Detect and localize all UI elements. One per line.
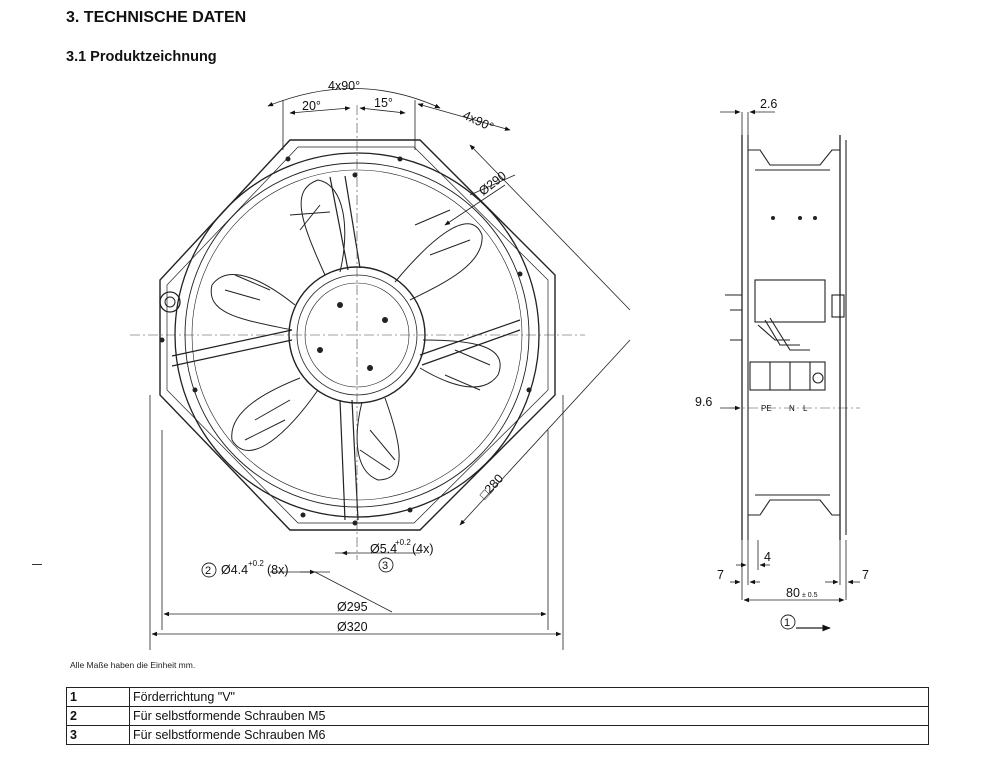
legend-num: 1 <box>66 687 130 707</box>
legend-num: 3 <box>66 725 130 745</box>
hole-54-label: Ø5.4 <box>370 542 397 556</box>
side-dimensions <box>720 109 860 632</box>
impeller-blades <box>210 179 501 481</box>
terminal-block <box>749 361 826 391</box>
dim-angle-20: 20° <box>302 99 321 113</box>
side-holes <box>771 216 817 220</box>
legend-row: 1 Förderrichtung "V" <box>66 687 929 707</box>
legend-row: 2 Für selbstformende Schrauben M5 <box>66 706 929 726</box>
legend-table: 1 Förderrichtung "V" 2 Für selbstformend… <box>66 687 929 745</box>
ref-circle-1 <box>780 614 796 630</box>
ref-circle-3 <box>378 557 394 573</box>
mounting-holes <box>159 156 532 526</box>
terminal-pe: PE <box>761 404 772 413</box>
units-note: Alle Maße haben die Einheit mm. <box>70 660 196 670</box>
hole-callout-3: Ø5.4 +0.2 (4x) 3 <box>370 538 434 573</box>
dim-dia-290: Ø290 <box>476 168 509 198</box>
dim-dia-295: Ø295 <box>337 600 368 614</box>
housing-outline <box>159 139 556 531</box>
ref-2-label: 2 <box>205 565 211 577</box>
terminal-n: N <box>789 404 795 413</box>
struts <box>171 175 521 521</box>
side-dimension-labels: 2.6 9.6 PE N L 4 7 7 80 ± 0.5 1 <box>695 97 869 630</box>
ref-1-label: 1 <box>784 617 790 629</box>
ref-circle-2 <box>201 562 217 578</box>
front-view <box>130 105 585 560</box>
hole-44-label: Ø4.4 <box>221 563 248 577</box>
dim-square-280: □280 <box>477 471 506 502</box>
dim-7-left: 7 <box>717 568 724 582</box>
hole-44-count: (8x) <box>267 563 289 577</box>
dim-4: 4 <box>764 550 771 564</box>
hole-54-count: (4x) <box>412 542 434 556</box>
dim-angle-15: 15° <box>374 96 393 110</box>
terminal-box <box>754 279 826 323</box>
dim-dia-320: Ø320 <box>337 620 368 634</box>
legend-text: Für selbstformende Schrauben M5 <box>129 706 929 726</box>
product-drawing: 4x90° 20° 15° 4x90° Ø290 □280 Ø295 Ø320 … <box>130 79 869 650</box>
dim-80: 80 <box>786 586 800 600</box>
legend-text: Förderrichtung "V" <box>129 687 929 707</box>
terminal-l: L <box>803 404 808 413</box>
front-dimension-labels: 4x90° 20° 15° 4x90° Ø290 □280 Ø295 Ø320 <box>302 79 509 634</box>
dim-96: 9.6 <box>695 395 712 409</box>
legend-num: 2 <box>66 706 130 726</box>
legend-text: Für selbstformende Schrauben M6 <box>129 725 929 745</box>
side-view <box>725 135 847 540</box>
legend-row: 3 Für selbstformende Schrauben M6 <box>66 725 929 745</box>
dim-80-tol: ± 0.5 <box>802 592 818 599</box>
hole-callout-2: 2 Ø4.4 +0.2 (8x) <box>201 559 289 578</box>
section-title: 3. TECHNISCHE DATEN <box>66 9 247 26</box>
subsection-title: 3.1 Produktzeichnung <box>66 49 217 65</box>
dim-angle-right: 4x90° <box>461 108 496 134</box>
dim-7-right: 7 <box>862 568 869 582</box>
front-dimensions <box>149 88 631 650</box>
cable-gland <box>159 291 181 313</box>
dim-26: 2.6 <box>760 97 777 111</box>
margin-mark <box>32 564 42 565</box>
ref-3-label: 3 <box>382 560 388 572</box>
dim-angle-top: 4x90° <box>328 79 360 93</box>
hole-44-tol: +0.2 <box>248 559 264 568</box>
hole-54-tol: +0.2 <box>395 538 411 547</box>
